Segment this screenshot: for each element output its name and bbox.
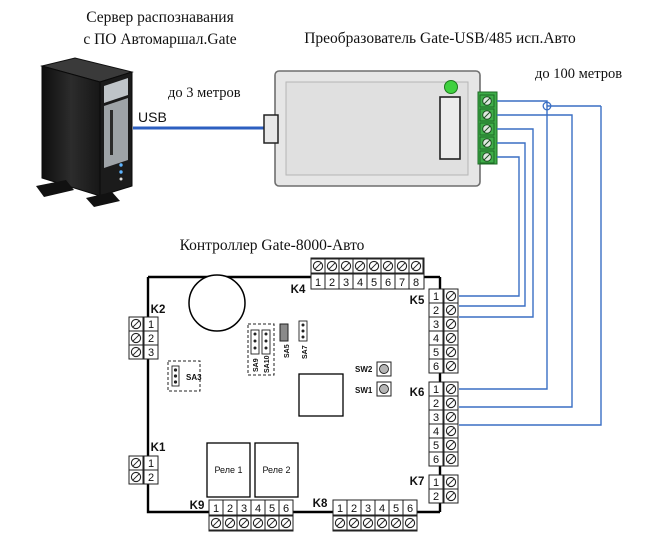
connector-k4: 1 2 3 4 5 6 7 8 K4: [291, 257, 425, 296]
k2-pin-label: 2: [148, 333, 154, 345]
relay-1: Реле 1: [206, 442, 251, 498]
k9-pin-label: 1: [213, 503, 219, 515]
k7-label: K7: [410, 476, 425, 488]
k4-pin-label: 2: [329, 277, 335, 289]
k4-label: K4: [291, 284, 306, 296]
server-title-line1: Сервер распознавания: [86, 9, 233, 26]
k4-pin-label: 1: [315, 277, 321, 289]
k4-pin-label: 4: [357, 277, 363, 289]
k4-pin-label: 6: [385, 277, 391, 289]
k7-pin-label: 2: [433, 491, 439, 503]
k8-pin-label: 6: [407, 503, 413, 515]
k5-pin-label: 6: [433, 361, 439, 373]
k5-pin-label: 5: [433, 347, 439, 359]
server-title-line2: с ПО Автомаршал.Gate: [83, 31, 236, 48]
k9-pin-label: 6: [283, 503, 289, 515]
k8-pin-label: 2: [351, 503, 357, 515]
connector-k6: K6 1 2 3 4 5 6: [410, 381, 459, 467]
converter-title: Преобразователь Gate-USB/485 исп.Авто: [304, 30, 576, 47]
usb-485-converter: [263, 70, 481, 187]
switch-sw2: SW2: [355, 361, 392, 377]
relay-2-label: Реле 2: [262, 465, 290, 475]
k8-pin-label: 4: [379, 503, 385, 515]
relay-1-label: Реле 1: [214, 465, 242, 475]
connector-k9: K9 1 2 3 4 5 6: [190, 499, 294, 532]
k4-pin-label: 7: [399, 277, 405, 289]
k9-pin-label: 2: [227, 503, 233, 515]
rs485-wiring: [459, 100, 602, 426]
k1-pin-label: 2: [148, 472, 154, 484]
k4-pin-label: 8: [413, 277, 419, 289]
k1-pin-label: 1: [148, 458, 154, 470]
k5-label: K5: [410, 295, 425, 307]
k9-pin-label: 5: [269, 503, 275, 515]
server-computer-icon: [36, 57, 134, 207]
k9-label: K9: [190, 500, 205, 512]
k9-pin-label: 4: [255, 503, 261, 515]
k7-pin-label: 1: [433, 477, 439, 489]
k8-pin-label: 5: [393, 503, 399, 515]
sa10-label: SA10: [264, 355, 271, 373]
jumper-sa3: SA3: [167, 360, 202, 392]
controller-title: Контроллер Gate-8000-Авто: [180, 237, 365, 254]
k5-pin-label: 4: [433, 333, 439, 345]
rs485-cable-length-label: до 100 метров: [535, 66, 622, 82]
jumper-sa9-sa10: SA9 SA10: [247, 323, 275, 376]
sw2-label: SW2: [355, 365, 373, 374]
k5-pin-label: 1: [433, 291, 439, 303]
sa3-label: SA3: [186, 373, 202, 382]
k4-pin-label: 5: [371, 277, 377, 289]
connector-k2: K2 1 2 3: [128, 304, 166, 360]
usb-cable-length-label: до 3 метров: [168, 85, 241, 101]
converter-terminal-block: [477, 91, 498, 165]
k2-pin-label: 3: [148, 347, 154, 359]
k9-pin-label: 3: [241, 503, 247, 515]
sa7-label: SA7: [302, 345, 309, 359]
connector-k5: K5 1 2 3 4 5 6: [410, 288, 459, 374]
sw1-label: SW1: [355, 386, 373, 395]
jumper-sa7: SA7: [298, 320, 309, 359]
chip-icon: [298, 373, 344, 417]
k8-label: K8: [313, 498, 328, 510]
sa9-label: SA9: [253, 358, 260, 372]
k6-pin-label: 5: [433, 440, 439, 452]
wire-junction-icon: [542, 101, 552, 111]
switch-sw1: SW1: [355, 381, 392, 397]
k2-pin-label: 1: [148, 319, 154, 331]
usb-label: USB: [138, 109, 167, 125]
k2-label: K2: [151, 304, 166, 316]
k5-pin-label: 3: [433, 319, 439, 331]
connector-k7: K7 1 2: [410, 474, 459, 504]
k6-pin-label: 3: [433, 412, 439, 424]
jumper-sa5: SA5: [279, 323, 291, 358]
k4-pin-label: 3: [343, 277, 349, 289]
relay-2: Реле 2: [254, 442, 299, 498]
k6-pin-label: 2: [433, 398, 439, 410]
k6-label: K6: [410, 387, 425, 399]
sa5-label: SA5: [284, 344, 291, 358]
k8-pin-label: 3: [365, 503, 371, 515]
k6-pin-label: 4: [433, 426, 439, 438]
k8-pin-label: 1: [337, 503, 343, 515]
k1-label: K1: [151, 442, 166, 454]
battery-icon: [188, 274, 246, 332]
k5-pin-label: 2: [433, 305, 439, 317]
connector-k8: K8 1 2 3 4 5 6: [313, 498, 418, 532]
k6-pin-label: 6: [433, 454, 439, 466]
connector-k1: K1 1 2: [128, 442, 166, 485]
k6-pin-label: 1: [433, 384, 439, 396]
status-led-icon: [444, 80, 458, 94]
